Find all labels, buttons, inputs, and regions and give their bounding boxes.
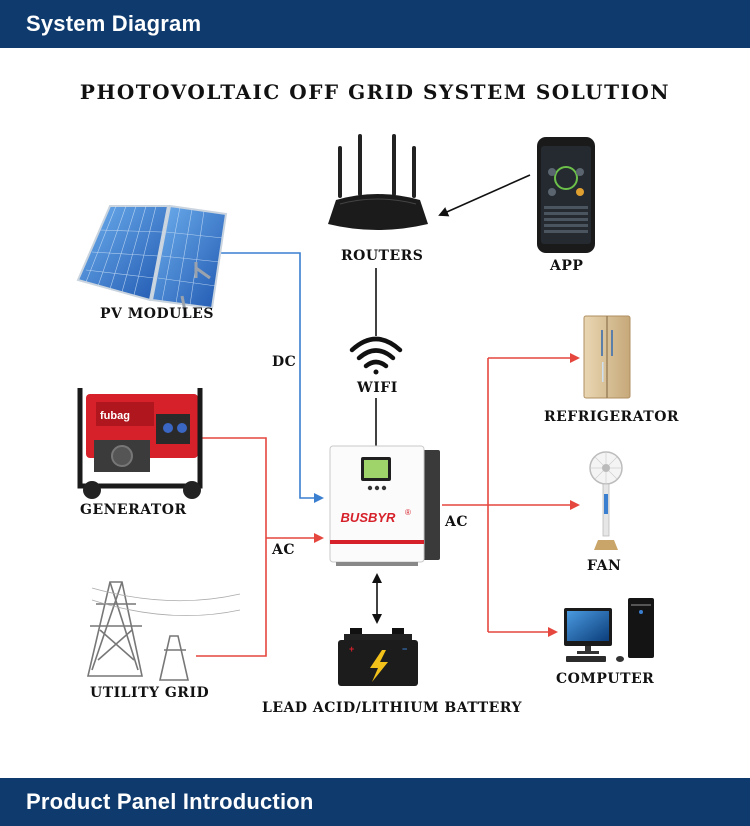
label-ac-input: AC	[272, 542, 296, 558]
label-computer: COMPUTER	[556, 671, 655, 687]
svg-text:+: +	[349, 644, 354, 654]
solar-panel-icon	[76, 204, 228, 317]
bottom-banner: Product Panel Introduction	[0, 778, 750, 826]
label-refrigerator: REFRIGERATOR	[544, 409, 680, 425]
label-wifi: WIFI	[357, 380, 398, 396]
label-ac-output: AC	[445, 514, 469, 530]
registered-mark: ®	[405, 508, 411, 517]
label-app: APP	[550, 258, 584, 274]
router-icon	[328, 134, 428, 230]
inverter-icon: BUSBYR ®	[329, 445, 440, 566]
computer-icon	[564, 598, 654, 662]
svg-text:−: −	[402, 644, 407, 654]
top-banner-title: System Diagram	[26, 11, 202, 36]
bottom-banner-title: Product Panel Introduction	[26, 789, 314, 814]
generator-brand: fubag	[100, 410, 130, 422]
battery-icon: + −	[338, 628, 418, 686]
label-utility-grid: UTILITY GRID	[90, 685, 210, 701]
label-battery: LEAD ACID/LITHIUM BATTERY	[262, 700, 523, 716]
inverter-brand: BUSBYR	[341, 510, 397, 525]
label-fan: FAN	[587, 558, 622, 574]
ac-output-lines	[442, 353, 580, 637]
wifi-icon	[349, 336, 403, 375]
fan-icon	[589, 451, 623, 550]
refrigerator-icon	[583, 315, 631, 399]
data-lines	[372, 174, 531, 624]
top-banner: System Diagram	[0, 0, 750, 48]
utility-tower-icon	[86, 581, 241, 681]
generator-icon: fubag	[77, 388, 203, 499]
diagram-title: PHOTOVOLTAIC OFF GRID SYSTEM SOLUTION	[79, 80, 671, 104]
label-routers: ROUTERS	[341, 248, 424, 264]
ac-input-lines	[196, 437, 324, 657]
label-pv-modules: PV MODULES	[100, 306, 214, 322]
label-generator: GENERATOR	[80, 502, 187, 518]
label-dc: DC	[272, 354, 297, 370]
smartphone-icon	[537, 137, 595, 253]
dc-line	[200, 252, 324, 503]
